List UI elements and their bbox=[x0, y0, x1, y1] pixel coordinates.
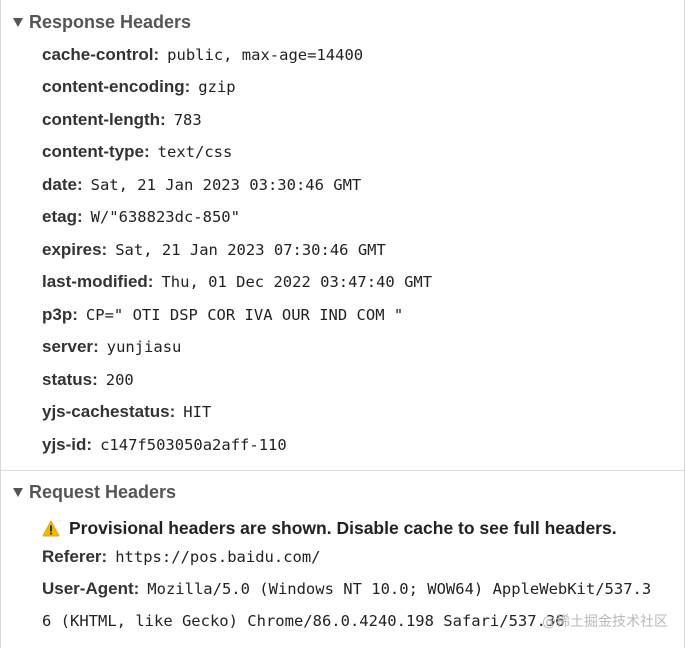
header-value: Sat, 21 Jan 2023 03:30:46 GMT bbox=[90, 176, 362, 194]
header-value: text/css bbox=[157, 143, 233, 161]
header-value: 200 bbox=[105, 371, 134, 389]
header-name: p3p bbox=[42, 305, 73, 324]
header-value: c147f503050a2aff-110 bbox=[100, 436, 287, 454]
header-name: content-type bbox=[42, 142, 144, 161]
header-value: public, max-age=14400 bbox=[167, 46, 364, 64]
response-header-row: etag: W/"638823dc-850" bbox=[42, 207, 240, 226]
header-name: date bbox=[42, 175, 77, 194]
header-value: Thu, 01 Dec 2022 03:47:40 GMT bbox=[161, 273, 433, 291]
response-header-row: server: yunjiasu bbox=[42, 337, 182, 356]
header-name: content-length bbox=[42, 110, 161, 129]
section-divider bbox=[1, 470, 684, 471]
response-header-row: date: Sat, 21 Jan 2023 03:30:46 GMT bbox=[42, 175, 362, 194]
header-value: gzip bbox=[198, 78, 236, 96]
header-value: CP=" OTI DSP COR IVA OUR IND COM " bbox=[85, 306, 404, 324]
header-name: cache-control bbox=[42, 45, 154, 64]
response-header-row: cache-control: public, max-age=14400 bbox=[42, 45, 364, 64]
triangle-down-icon bbox=[13, 17, 23, 27]
response-headers-toggle[interactable]: Response Headers bbox=[1, 7, 191, 37]
response-header-row: last-modified: Thu, 01 Dec 2022 03:47:40… bbox=[42, 272, 433, 291]
request-headers-title: Request Headers bbox=[29, 481, 177, 502]
header-name: yjs-cachestatus bbox=[42, 402, 170, 421]
header-name: content-encoding bbox=[42, 77, 185, 96]
header-value: Sat, 21 Jan 2023 07:30:46 GMT bbox=[115, 241, 386, 259]
header-name: yjs-id bbox=[42, 435, 87, 454]
response-header-row: yjs-id: c147f503050a2aff-110 bbox=[42, 435, 287, 454]
header-name: last-modified bbox=[42, 272, 148, 291]
response-header-row: expires: Sat, 21 Jan 2023 07:30:46 GMT bbox=[42, 240, 386, 259]
provisional-headers-warning: Provisional headers are shown. Disable c… bbox=[42, 515, 617, 541]
header-value: https://pos.baidu.com/ bbox=[115, 548, 321, 566]
header-value: Mozilla/5.0 (Windows NT 10.0; WOW64) App… bbox=[147, 580, 652, 598]
header-name: etag bbox=[42, 207, 77, 226]
triangle-down-icon bbox=[13, 487, 23, 497]
response-header-row: yjs-cachestatus: HIT bbox=[42, 402, 212, 421]
request-headers-toggle[interactable]: Request Headers bbox=[1, 477, 176, 507]
header-value: yunjiasu bbox=[106, 338, 182, 356]
response-header-row: p3p: CP=" OTI DSP COR IVA OUR IND COM " bbox=[42, 305, 404, 324]
response-header-row: content-encoding: gzip bbox=[42, 77, 236, 96]
header-name: Referer bbox=[42, 547, 102, 566]
response-header-row: content-type: text/css bbox=[42, 142, 233, 161]
user-agent-continuation: 6 (KHTML, like Gecko) Chrome/86.0.4240.1… bbox=[42, 612, 565, 630]
warning-text: Provisional headers are shown. Disable c… bbox=[69, 517, 617, 538]
header-name: status bbox=[42, 370, 93, 389]
response-header-row: content-length: 783 bbox=[42, 110, 202, 129]
header-name: expires bbox=[42, 240, 102, 259]
header-value: W/"638823dc-850" bbox=[90, 208, 240, 226]
warning-icon bbox=[42, 520, 60, 536]
header-value: 783 bbox=[173, 111, 202, 129]
request-header-row: User-Agent: Mozilla/5.0 (Windows NT 10.0… bbox=[42, 579, 652, 598]
response-header-row: status: 200 bbox=[42, 370, 134, 389]
response-headers-title: Response Headers bbox=[29, 11, 192, 32]
request-header-row: Referer: https://pos.baidu.com/ bbox=[42, 547, 321, 566]
header-name: server bbox=[42, 337, 94, 356]
header-value: HIT bbox=[183, 403, 212, 421]
watermark: @稀土掘金技术社区 bbox=[542, 614, 668, 630]
header-name: User-Agent bbox=[42, 579, 134, 598]
